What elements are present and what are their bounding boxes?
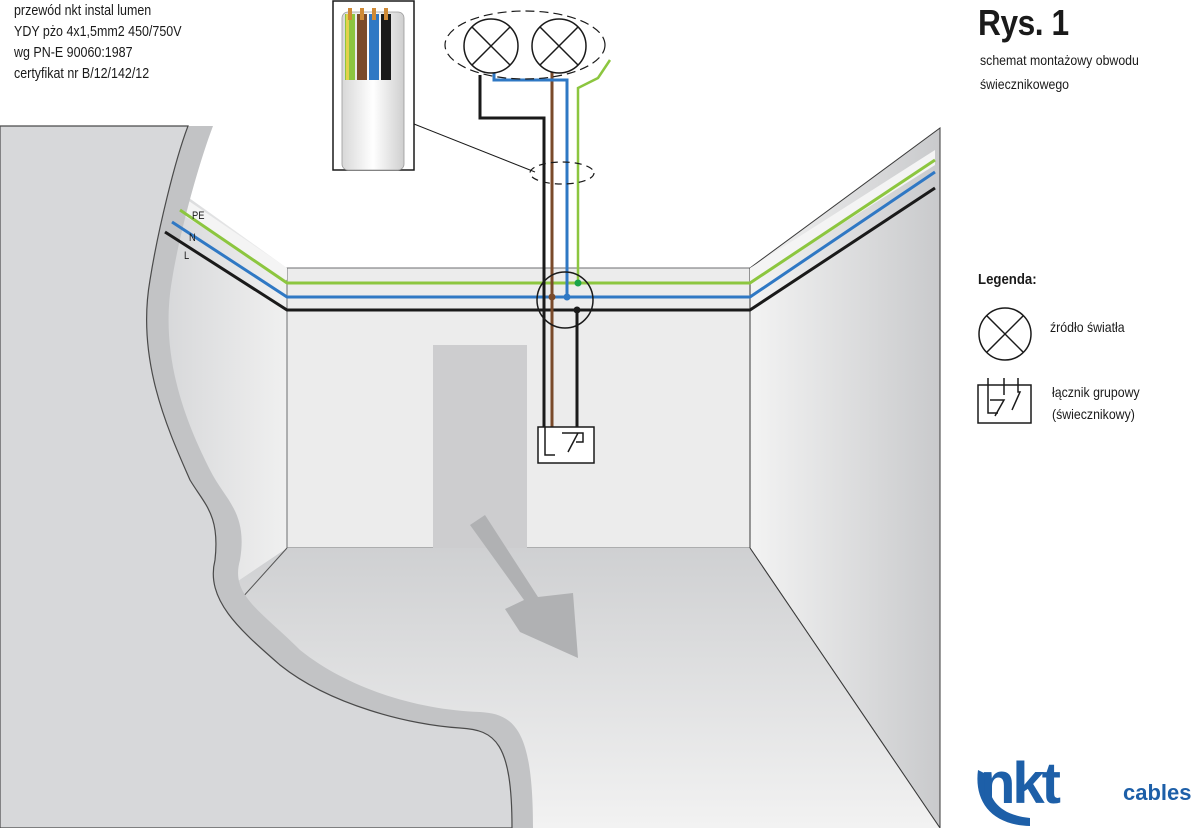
junction-dot-black: [573, 306, 581, 314]
l-wire-to-lamp: [478, 75, 546, 427]
lamp-1-icon: [463, 18, 519, 74]
door: [433, 345, 527, 548]
legend-item-light-source: źródło światła: [1050, 319, 1125, 335]
pe-wire-to-lamps: [576, 59, 612, 283]
pe-wire-left: [179, 208, 545, 285]
lamp-enclosure: [444, 10, 606, 80]
l-wire-right: [590, 186, 936, 312]
spec-line-2: YDY pżo 4x1,5mm2 450/750V: [14, 24, 182, 40]
wire-label-n: N: [189, 232, 196, 244]
l-wire-left: [164, 230, 545, 312]
entry-arrow-icon: [470, 515, 578, 658]
junction-dot-brown: [548, 293, 556, 301]
ceiling-strip-right: [750, 150, 935, 282]
spec-line-3: wg PN-E 90060:1987: [14, 45, 133, 61]
figure-subtitle-line-1: schemat montażowy obwodu: [980, 52, 1139, 68]
legend-title: Legenda:: [978, 271, 1037, 288]
group-switch: [537, 426, 595, 464]
nkt-logo-swoosh: [977, 770, 1030, 826]
n-wire-to-lamps: [492, 72, 569, 297]
cutaway-wall-face: [0, 125, 513, 829]
pe-wire-right: [590, 158, 936, 285]
callout-line: [413, 123, 536, 173]
junction-box: [536, 271, 594, 329]
nkt-logo-cables: cables: [1123, 780, 1192, 805]
lamp-2-icon: [531, 18, 587, 74]
legend-item-group-switch-sub: (świecznikowy): [1052, 406, 1135, 422]
legend-item-group-switch: łącznik grupowy: [1052, 384, 1140, 400]
floor-edge-right: [749, 547, 941, 829]
legend-light-source-icon: [978, 307, 1032, 361]
legend-group-switch-icon: [977, 378, 1032, 424]
ceiling-strip-left: [175, 195, 287, 280]
figure-subtitle-line-2: świecznikowego: [980, 76, 1070, 92]
spec-line-1: przewód nkt instal lumen: [14, 3, 152, 19]
nkt-logo: nkt: [980, 751, 1061, 816]
n-wire-right: [590, 170, 936, 299]
cable-section-marker: [529, 161, 595, 185]
figure-title: Rys. 1: [978, 2, 1069, 43]
wire-label-l: L: [184, 250, 190, 262]
n-wire-left: [171, 220, 545, 299]
junction-dot-green: [574, 279, 582, 287]
cable-cross-section-icon: [341, 8, 405, 171]
group-switch-symbol: [544, 427, 584, 456]
wire-label-pe: PE: [192, 210, 205, 222]
spec-line-4: certyfikat nr B/12/142/12: [14, 66, 150, 82]
junction-dot-blue: [563, 293, 571, 301]
